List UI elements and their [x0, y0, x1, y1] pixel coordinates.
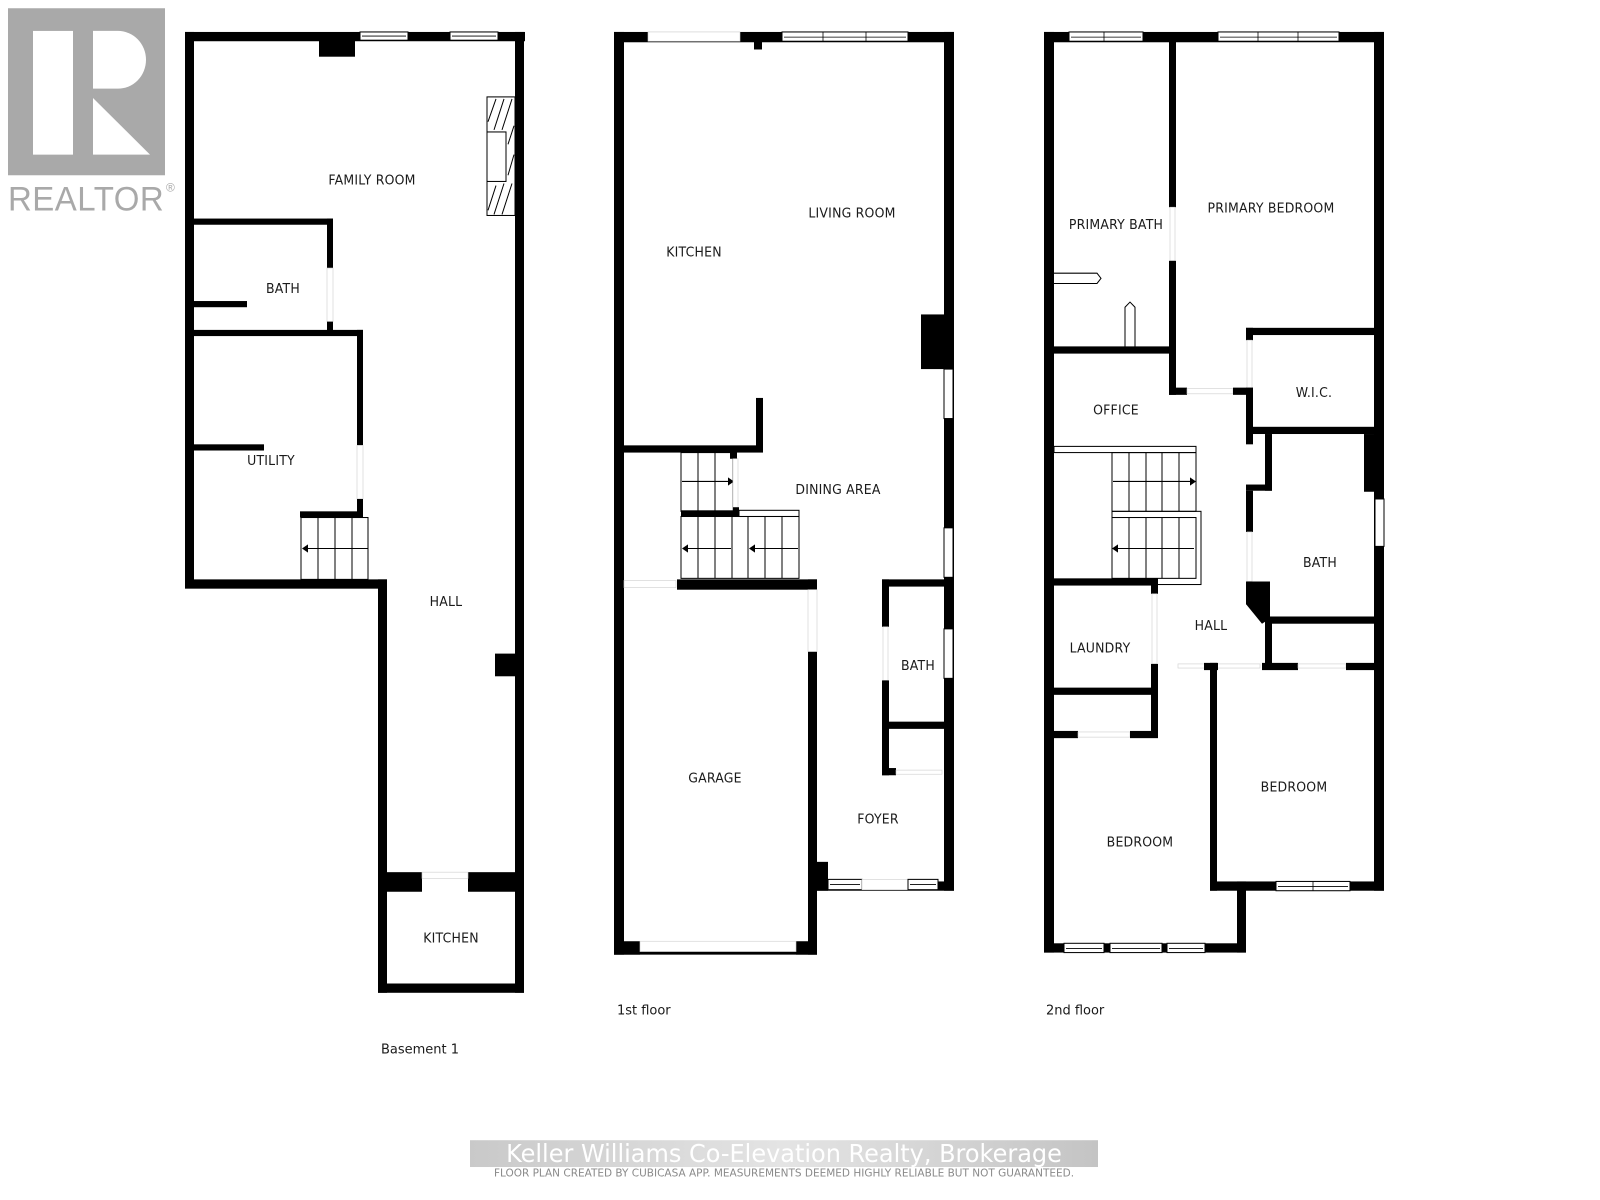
stairs-icon	[680, 449, 800, 579]
brokerage-name: Keller Williams Co-Elevation Realty, Bro…	[506, 1139, 1062, 1168]
room-label-dining-area: DINING AREA	[795, 482, 880, 497]
room-label-bedroom-right: BEDROOM	[1261, 780, 1328, 795]
basement-floor-plan: FAMILY ROOM BATH UTILITY HALL KITCHEN Ba…	[185, 31, 525, 1058]
room-label-primary-bedroom: PRIMARY BEDROOM	[1208, 200, 1335, 215]
room-label-wic: W.I.C.	[1296, 385, 1332, 400]
floor-label-first: 1st floor	[617, 1003, 671, 1018]
room-label-basement-hall: HALL	[430, 594, 463, 609]
room-label-bedroom-left: BEDROOM	[1107, 834, 1174, 849]
room-label-first-bath: BATH	[901, 658, 935, 673]
room-label-second-hall: HALL	[1195, 618, 1228, 633]
room-label-office: OFFICE	[1093, 402, 1139, 417]
room-label-laundry: LAUNDRY	[1070, 640, 1131, 655]
second-floor-plan: PRIMARY BATH PRIMARY BEDROOM OFFICE W.I.…	[1044, 31, 1385, 1018]
realtor-wordmark: REALTOR	[8, 181, 164, 219]
room-label-foyer: FOYER	[857, 812, 899, 827]
floor-label-basement: Basement 1	[381, 1042, 459, 1057]
realtor-logo: REALTOR ®	[8, 8, 175, 218]
room-label-garage: GARAGE	[688, 770, 742, 785]
stairs-icon	[300, 517, 369, 580]
footer: Keller Williams Co-Elevation Realty, Bro…	[470, 1139, 1098, 1179]
room-label-primary-bath: PRIMARY BATH	[1069, 217, 1163, 232]
fireplace-icon	[486, 96, 516, 216]
room-label-first-kitchen: KITCHEN	[666, 245, 722, 260]
floor-label-second: 2nd floor	[1046, 1003, 1105, 1018]
first-floor-plan: KITCHEN LIVING ROOM DINING AREA BATH GAR…	[614, 31, 954, 1018]
room-label-living-room: LIVING ROOM	[808, 205, 895, 220]
room-label-second-bath: BATH	[1303, 555, 1337, 570]
room-label-basement-bath: BATH	[266, 281, 300, 296]
brokerage-banner	[470, 1140, 1098, 1168]
room-label-basement-kitchen: KITCHEN	[423, 930, 479, 945]
floor-plan-disclaimer: FLOOR PLAN CREATED BY CUBICASA APP. MEAS…	[494, 1166, 1074, 1179]
room-label-family-room: FAMILY ROOM	[328, 172, 415, 187]
room-label-utility: UTILITY	[247, 453, 295, 468]
stairs-icon	[1053, 445, 1202, 586]
registered-mark-icon: ®	[166, 181, 175, 195]
